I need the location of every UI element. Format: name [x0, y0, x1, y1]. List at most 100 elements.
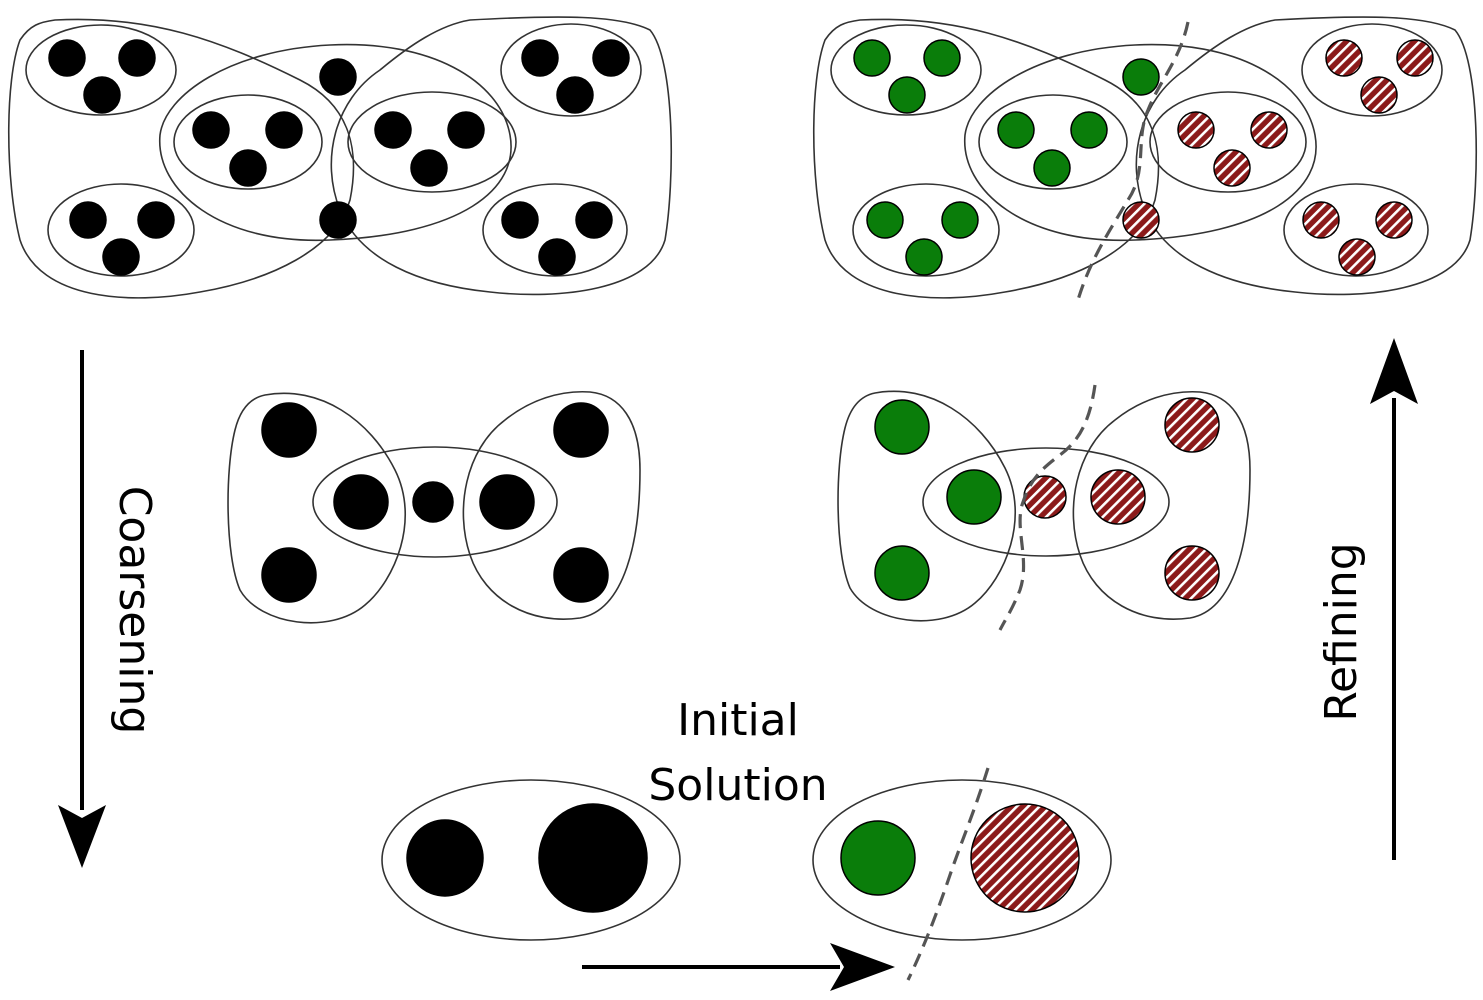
- vertex-red: [1177, 111, 1215, 149]
- hyperedge-left: [227, 392, 406, 624]
- arrow-head-down-icon: [58, 805, 106, 868]
- vertex: [553, 402, 609, 458]
- vertex-red: [1396, 39, 1434, 77]
- vertex-red: [970, 803, 1080, 913]
- vertex-green: [1122, 58, 1160, 96]
- vertex-green: [1070, 111, 1108, 149]
- hyperedge-right-big: [330, 16, 673, 296]
- hyperedge-center: [964, 43, 1317, 242]
- vertex: [319, 58, 357, 96]
- fine-graph-partitioned: [813, 16, 1478, 301]
- partition-cut-line: [906, 767, 990, 981]
- medium-graph-partitioned: [837, 384, 1251, 631]
- partition-cut-line: [1076, 21, 1190, 301]
- hyperedge-center: [312, 446, 558, 558]
- hyperedge-cluster: [347, 91, 517, 193]
- vertex: [137, 201, 175, 239]
- hyperedge-center: [922, 447, 1170, 557]
- vertex: [575, 201, 613, 239]
- vertex-green: [874, 545, 930, 601]
- hyperedge-left-big: [813, 18, 1160, 299]
- hyperedge: [381, 779, 681, 941]
- vertex-red: [1090, 469, 1146, 525]
- vertex: [447, 111, 485, 149]
- vertex: [406, 819, 484, 897]
- vertex-red: [1164, 397, 1220, 453]
- vertex: [374, 111, 412, 149]
- vertex: [69, 201, 107, 239]
- vertex: [592, 39, 630, 77]
- refining-label: Refining: [1316, 542, 1367, 721]
- vertex: [229, 149, 267, 187]
- refining-arrow: [1370, 338, 1418, 860]
- vertex: [83, 76, 121, 114]
- vertex: [556, 76, 594, 114]
- vertex: [521, 39, 559, 77]
- hyperedge-center: [159, 43, 512, 242]
- vertex: [265, 111, 303, 149]
- vertex-red: [1164, 545, 1220, 601]
- vertex-green: [905, 238, 943, 276]
- hyperedge-cluster: [47, 183, 195, 277]
- vertex: [479, 474, 535, 530]
- hyperedge-right-big: [1135, 16, 1478, 296]
- vertex-green: [866, 201, 904, 239]
- vertex-green: [997, 111, 1035, 149]
- initial-solution-label-line2: Solution: [648, 760, 827, 811]
- vertex-red: [1122, 201, 1160, 239]
- vertex: [538, 238, 576, 276]
- vertex: [261, 402, 317, 458]
- vertex: [102, 238, 140, 276]
- arrow-head-up-icon: [1370, 338, 1418, 404]
- vertex-green: [941, 201, 979, 239]
- initial-solution-arrow: [582, 943, 895, 991]
- vertex: [412, 481, 454, 523]
- hyperedge-cluster: [978, 94, 1128, 190]
- hyperedge-right: [462, 390, 641, 620]
- hyperedge: [812, 779, 1112, 941]
- vertex-red: [1375, 201, 1413, 239]
- vertex-green: [874, 399, 930, 455]
- vertex-red: [1213, 149, 1251, 187]
- hyperedge-left: [837, 390, 1016, 622]
- vertex-green: [946, 469, 1002, 525]
- hyperedge-cluster: [173, 94, 323, 190]
- vertex: [553, 547, 609, 603]
- coarse-graph-partitioned: [812, 767, 1112, 981]
- vertex: [319, 201, 357, 239]
- hyperedge-cluster: [1149, 91, 1307, 193]
- hyperedge-cluster: [1301, 23, 1443, 117]
- vertex: [333, 474, 389, 530]
- hyperedge-cluster: [482, 183, 628, 277]
- vertex-red: [1250, 111, 1288, 149]
- vertex-red: [1325, 39, 1363, 77]
- vertex-green: [888, 76, 926, 114]
- vertex: [538, 803, 648, 913]
- vertex-green: [1033, 149, 1071, 187]
- vertex: [501, 201, 539, 239]
- vertex-red: [1360, 76, 1398, 114]
- vertex: [261, 547, 317, 603]
- hyperedge-cluster: [852, 183, 1000, 277]
- vertex: [118, 39, 156, 77]
- coarsening-arrow: [58, 350, 106, 868]
- hyperedge-cluster: [25, 24, 177, 116]
- initial-solution-label-line1: Initial: [677, 695, 799, 746]
- vertex-red: [1338, 238, 1376, 276]
- medium-graph-unpartitioned: [227, 390, 641, 624]
- arrow-head-right-icon: [830, 943, 895, 991]
- hyperedge-cluster: [1283, 183, 1429, 277]
- vertex-green: [840, 820, 916, 896]
- coarsening-label: Coarsening: [109, 486, 160, 735]
- hyperedge-left-big: [8, 18, 355, 299]
- vertex: [410, 149, 448, 187]
- hyperedge-cluster: [500, 23, 642, 117]
- vertex-green: [853, 39, 891, 77]
- fine-graph-unpartitioned: [8, 16, 673, 299]
- hyperedge-cluster: [830, 24, 982, 116]
- vertex: [48, 39, 86, 77]
- coarse-graph-unpartitioned: [381, 779, 681, 941]
- partition-cut-line: [998, 384, 1097, 631]
- vertex-red: [1302, 201, 1340, 239]
